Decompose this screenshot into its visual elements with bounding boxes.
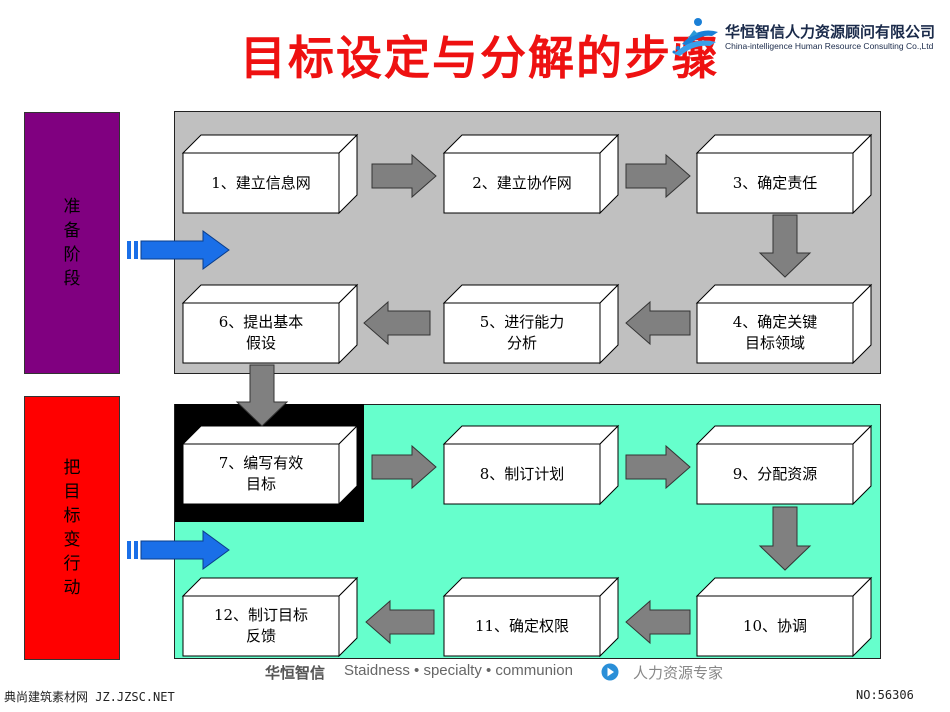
flow-arrow-5-6 (363, 300, 431, 346)
phase-label-prep-text: 准备阶段 (63, 197, 81, 289)
phase-arrow-prep (127, 230, 230, 270)
step-label-5: 5、进行能力 分析 (479, 313, 565, 352)
step-label-7: 7、编写有效 目标 (218, 454, 304, 493)
step-box-face (182, 595, 340, 657)
step-box-4 (695, 283, 873, 365)
step-label-1: 1、建立信息网 (211, 173, 311, 192)
flow-arrow-2-3 (625, 153, 691, 199)
step-box-9 (695, 424, 873, 506)
step-box-face (443, 595, 601, 657)
step-box-2 (442, 133, 620, 215)
phase-arrow-stripe (134, 241, 138, 259)
flow-arrow-1-2 (371, 153, 437, 199)
step-label-10: 10、协调 (742, 616, 808, 635)
step-box-face (443, 302, 601, 364)
flow-arrow-9-10 (758, 506, 812, 571)
flow-arrow-3-4 (758, 214, 812, 278)
step-box-face (696, 595, 854, 657)
company-logo-icon (672, 18, 718, 56)
step-label-3: 3、确定责任 (732, 173, 818, 192)
step-box-top (181, 577, 359, 597)
phase-arrow-stripe (134, 541, 138, 559)
step-box-top (695, 577, 873, 597)
flow-arrow-7-8 (371, 444, 437, 490)
step-box-face (443, 443, 601, 505)
company-name-en: China-intelligence Human Resource Consul… (725, 41, 934, 51)
page-title: 目标设定与分解的步骤 (240, 31, 720, 85)
step-box-6 (181, 283, 359, 365)
step-box-top (181, 425, 359, 445)
step-box-top (181, 134, 359, 154)
step-box-face (182, 302, 340, 364)
play-icon (601, 663, 619, 681)
footer-brand: 华恒智信 (265, 664, 326, 682)
flow-arrow-10-11 (625, 599, 691, 645)
step-box-top (442, 284, 620, 304)
footer-slogan: Staidness • specialty • communion (344, 662, 573, 679)
step-box-7 (181, 424, 359, 506)
step-box-5 (442, 283, 620, 365)
step-box-11 (442, 576, 620, 658)
phase-arrow-stripe (127, 541, 131, 559)
step-label-2: 2、建立协作网 (472, 173, 572, 192)
watermark-left: 典尚建筑素材网 JZ.JZSC.NET (4, 690, 175, 704)
phase-label-action-text: 把目标变行动 (63, 458, 81, 598)
step-box-12 (181, 576, 359, 658)
phase-label-prep: 准备阶段 (24, 112, 120, 374)
phase-arrow-body (140, 230, 230, 270)
flow-arrow-4-5 (625, 300, 691, 346)
step-box-face (182, 152, 340, 214)
flow-arrow-6-7 (235, 364, 289, 427)
step-box-top (442, 425, 620, 445)
step-box-3 (695, 133, 873, 215)
step-label-4: 4、确定关键 目标领域 (732, 313, 818, 352)
step-box-face (696, 152, 854, 214)
step-label-8: 8、制订计划 (479, 464, 565, 483)
step-box-10 (695, 576, 873, 658)
watermark-right: NO:56306 (856, 688, 914, 702)
step-label-12: 12、制订目标 反馈 (213, 606, 309, 645)
step-box-face (696, 443, 854, 505)
footer-expert: 人力资源专家 (633, 664, 724, 682)
phase-arrow-body (140, 530, 230, 570)
flow-arrow-8-9 (625, 444, 691, 490)
phase-arrow-stripe (127, 241, 131, 259)
step-label-6: 6、提出基本 假设 (218, 313, 304, 352)
step-box-face (182, 443, 340, 505)
step-label-11: 11、确定权限 (474, 616, 570, 635)
step-label-9: 9、分配资源 (732, 464, 818, 483)
phase-arrow-action (127, 530, 230, 570)
step-box-top (695, 134, 873, 154)
step-box-top (442, 134, 620, 154)
step-box-top (181, 284, 359, 304)
company-name-cn: 华恒智信人力资源顾问有限公司 (725, 23, 936, 41)
step-box-top (695, 425, 873, 445)
step-box-1 (181, 133, 359, 215)
step-box-face (443, 152, 601, 214)
flow-arrow-11-12 (365, 599, 435, 645)
phase-label-action: 把目标变行动 (24, 396, 120, 660)
step-box-top (695, 284, 873, 304)
step-box-face (696, 302, 854, 364)
step-box-top (442, 577, 620, 597)
step-box-8 (442, 424, 620, 506)
